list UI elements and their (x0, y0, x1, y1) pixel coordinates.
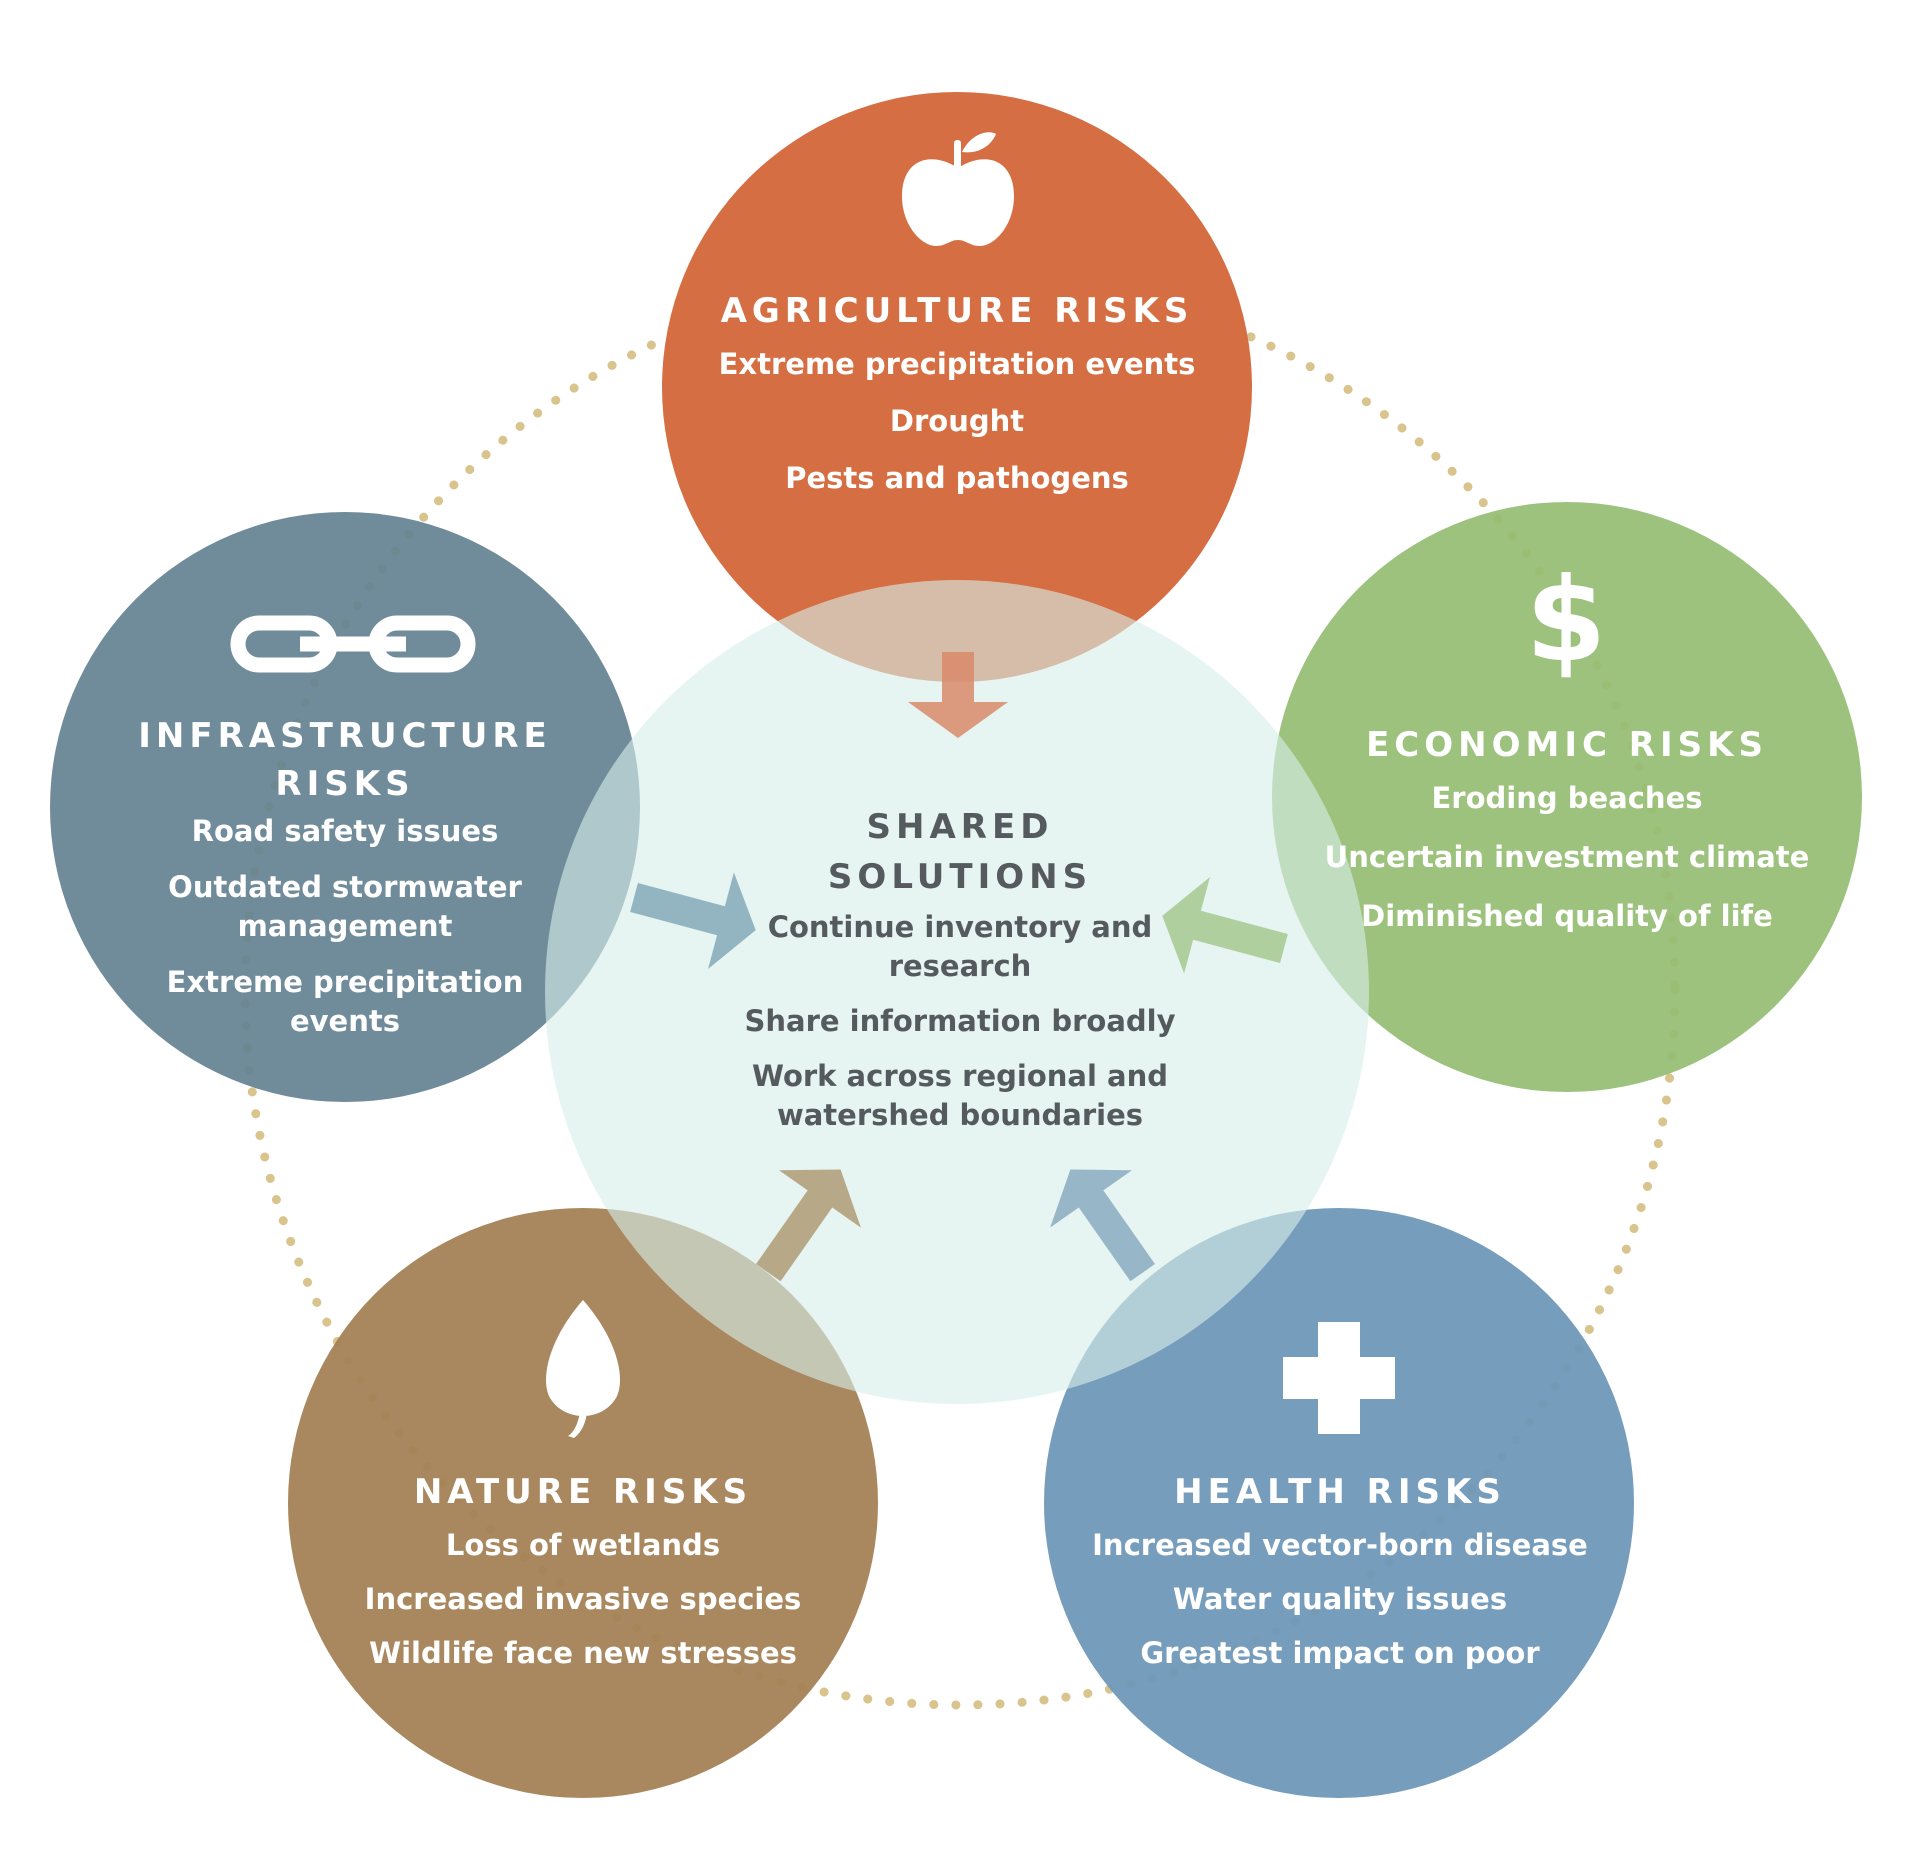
infrastructure-item: Outdated stormwater management (168, 870, 522, 943)
health-item: Greatest impact on poor (1140, 1636, 1540, 1670)
nature-title: NATURE RISKS (413, 1472, 753, 1512)
economic-title: ECONOMIC RISKS (1366, 725, 1768, 765)
infrastructure-content: INFRASTRUCTURE RISKS Road safety issues … (120, 712, 570, 1058)
shared-solutions-item: Continue inventory and research (767, 910, 1153, 983)
nature-content: NATURE RISKS Loss of wetlands Increased … (330, 1468, 836, 1688)
agriculture-item: Extreme precipitation events (718, 347, 1196, 381)
infrastructure-item: Extreme precipitation events (166, 965, 524, 1038)
economic-circle (1272, 502, 1862, 1092)
nature-item: Wildlife face new stresses (369, 1636, 797, 1670)
health-item: Increased vector-born disease (1092, 1528, 1588, 1562)
shared-solutions-content: SHARED SOLUTIONS Continue inventory and … (740, 802, 1180, 1151)
economic-item: Eroding beaches (1431, 781, 1703, 815)
health-content: HEALTH RISKS Increased vector-born disea… (1060, 1468, 1620, 1688)
nature-item: Increased invasive species (364, 1582, 802, 1616)
health-item: Water quality issues (1172, 1582, 1508, 1616)
shared-solutions-item: Share information broadly (744, 1004, 1176, 1038)
agriculture-title: AGRICULTURE RISKS (720, 291, 1194, 331)
agriculture-content: AGRICULTURE RISKS Extreme precipitation … (662, 287, 1252, 516)
health-title: HEALTH RISKS (1174, 1472, 1506, 1512)
agriculture-item: Pests and pathogens (785, 461, 1129, 495)
infrastructure-circle (50, 512, 640, 1102)
nature-item: Loss of wetlands (445, 1528, 721, 1562)
economic-item: Uncertain investment climate (1324, 840, 1810, 874)
agriculture-item: Drought (889, 404, 1025, 438)
infrastructure-title: INFRASTRUCTURE RISKS (138, 716, 552, 804)
economic-content: ECONOMIC RISKS Eroding beaches Uncertain… (1310, 721, 1824, 956)
infrastructure-item: Road safety issues (191, 814, 499, 848)
shared-solutions-title: SHARED SOLUTIONS (827, 807, 1093, 897)
economic-item: Diminished quality of life (1361, 899, 1773, 933)
shared-solutions-item: Work across regional and watershed bound… (752, 1059, 1168, 1132)
